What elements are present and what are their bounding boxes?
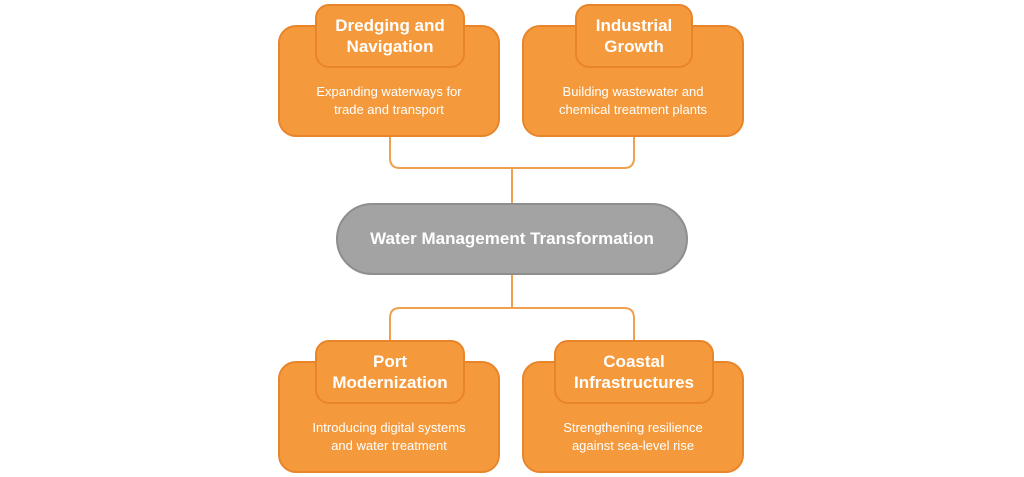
coastal-infrastructures-title: Coastal Infrastructures	[554, 340, 714, 404]
coastal-infrastructures-description: Strengthening resilience against sea-lev…	[563, 420, 703, 453]
industrial-growth-title: Industrial Growth	[575, 4, 693, 68]
port-modernization-description: Introducing digital systems and water tr…	[312, 420, 466, 453]
connector-bottom	[389, 275, 635, 340]
connector-top	[389, 136, 635, 203]
industrial-growth-card: Building wastewater and chemical treatme…	[522, 25, 744, 137]
dredging-navigation-description: Expanding waterways for trade and transp…	[316, 84, 462, 117]
dredging-navigation-title: Dredging and Navigation	[315, 4, 465, 68]
industrial-growth-description: Building wastewater and chemical treatme…	[558, 84, 708, 117]
hub-water-management: Water Management Transformation	[336, 203, 688, 275]
port-modernization-title: Port Modernization	[315, 340, 465, 404]
